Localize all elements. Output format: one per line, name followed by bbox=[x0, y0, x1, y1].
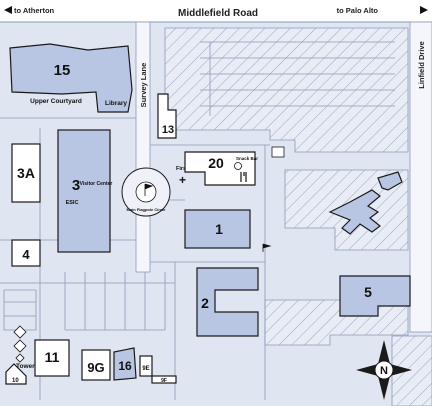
visitor-center-label: Visitor Center bbox=[80, 181, 113, 187]
flag-marker-icon bbox=[262, 243, 272, 252]
building-11-number: 11 bbox=[45, 349, 60, 365]
building-9f-number: 9F bbox=[161, 378, 167, 384]
first-aid-icon: + bbox=[179, 173, 186, 187]
flagpole-circle-inner bbox=[135, 181, 157, 203]
arrow-right-icon-head bbox=[420, 6, 428, 14]
building-20[interactable] bbox=[184, 151, 256, 186]
building-11[interactable] bbox=[34, 339, 70, 377]
tower-label: Tower bbox=[16, 363, 35, 370]
diamond-icon-alt bbox=[13, 325, 27, 339]
building-3-number: 3 bbox=[72, 177, 80, 194]
to-atherton-label: to Atherton bbox=[14, 6, 55, 15]
building-20-number: 20 bbox=[208, 155, 224, 171]
compass-center bbox=[374, 360, 394, 380]
building-9g[interactable] bbox=[81, 349, 111, 381]
rotary-label: Main Flagpole Circle bbox=[127, 207, 167, 212]
esic-label: ESIC bbox=[66, 200, 79, 206]
parking-stalls bbox=[64, 272, 166, 331]
diamond-icon-filled bbox=[15, 353, 25, 363]
building-16[interactable] bbox=[113, 347, 137, 381]
building-5[interactable] bbox=[339, 275, 411, 317]
building-5-number: 5 bbox=[364, 284, 372, 300]
building-4-number: 4 bbox=[22, 247, 30, 262]
kiosk bbox=[271, 146, 285, 158]
building-15[interactable] bbox=[9, 43, 133, 113]
to-palo-alto-label: to Palo Alto bbox=[337, 6, 379, 15]
survey-lane-road bbox=[135, 21, 151, 273]
linfield-drive-label: Linfield Drive bbox=[417, 41, 426, 89]
building-3[interactable] bbox=[57, 129, 111, 253]
fork-knife-icon bbox=[240, 172, 247, 182]
flag-icon bbox=[144, 183, 154, 196]
building-east-cluster[interactable] bbox=[328, 189, 381, 235]
building-east-wing[interactable] bbox=[377, 171, 403, 191]
building-9f[interactable] bbox=[151, 375, 177, 384]
building-1-number: 1 bbox=[215, 221, 223, 237]
building-13-number: 13 bbox=[162, 124, 174, 136]
building-9g-number: 9G bbox=[87, 360, 104, 375]
library-label: Library bbox=[105, 100, 127, 107]
middlefield-road bbox=[0, 0, 432, 22]
building-3a-number: 3A bbox=[17, 165, 35, 181]
building-4[interactable] bbox=[11, 239, 41, 267]
building-2[interactable] bbox=[196, 267, 259, 337]
building-10-number: 10 bbox=[12, 378, 19, 384]
building-1[interactable] bbox=[184, 209, 251, 249]
building-9e-number: 9E bbox=[142, 366, 149, 372]
parking-lot-lanes bbox=[200, 41, 395, 116]
building-2-number: 2 bbox=[201, 295, 209, 311]
building-9e[interactable] bbox=[139, 355, 153, 377]
arrow-left-icon bbox=[4, 6, 12, 14]
upper-courtyard-label: Upper Courtyard bbox=[30, 98, 82, 105]
survey-lane-label: Survey Lane bbox=[139, 63, 148, 108]
building-10[interactable] bbox=[5, 363, 27, 385]
building-16-number: 16 bbox=[118, 359, 132, 373]
diamond-icon bbox=[13, 339, 27, 353]
compass-north-label: N bbox=[380, 365, 388, 377]
west-parking bbox=[3, 289, 37, 331]
building-3a[interactable] bbox=[11, 143, 41, 203]
middlefield-road-label: Middlefield Road bbox=[178, 8, 258, 19]
building-15-number: 15 bbox=[54, 62, 71, 79]
hatched-area-southeast bbox=[391, 335, 432, 406]
building-13[interactable] bbox=[157, 93, 177, 139]
snack-bar-icon bbox=[234, 162, 242, 170]
linfield-drive-road bbox=[409, 21, 432, 333]
snack-bar-label: Snack Bar bbox=[236, 156, 258, 161]
